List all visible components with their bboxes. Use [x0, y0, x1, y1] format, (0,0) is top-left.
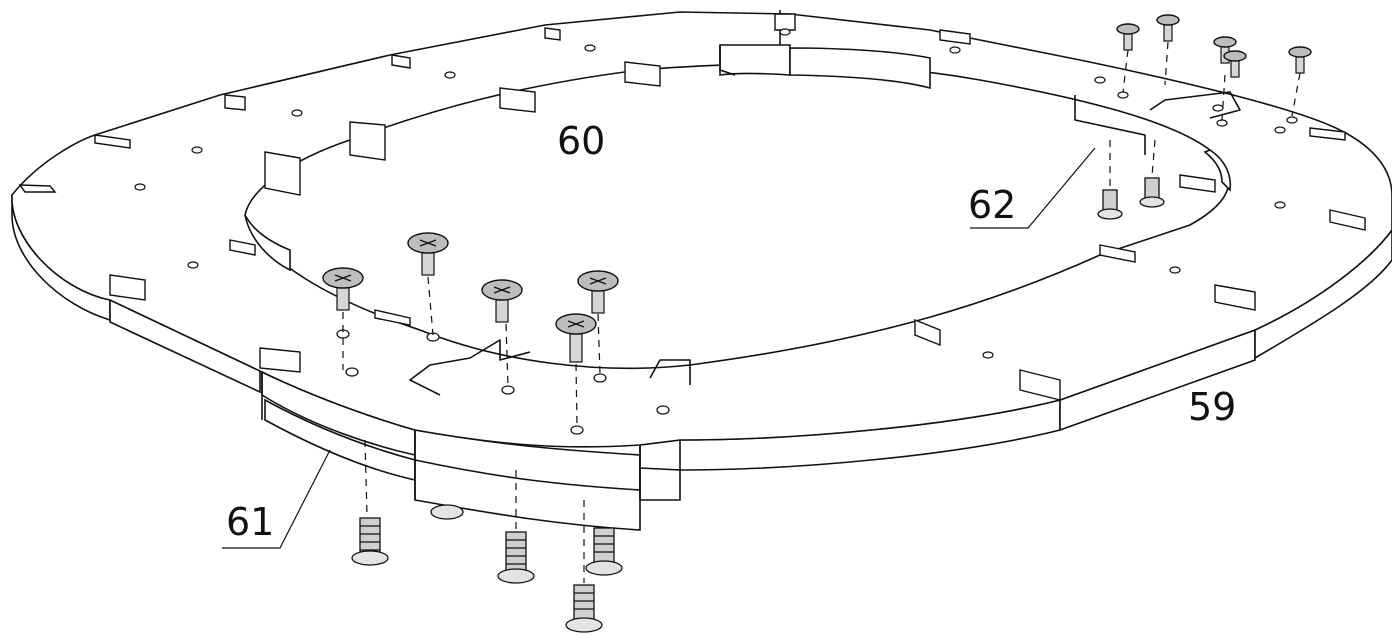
threaded-inserts-rear — [1097, 177, 1165, 220]
screw — [1223, 50, 1247, 78]
screws-rear-cluster — [1116, 14, 1312, 78]
callout-labels: 60 62 59 61 — [226, 119, 1236, 544]
threaded-insert — [585, 527, 623, 576]
screw — [1116, 23, 1140, 51]
screw — [1288, 46, 1312, 74]
ring-inner-wall — [244, 44, 1232, 272]
callout-leaders — [222, 147, 1096, 549]
threaded-insert — [351, 517, 389, 566]
segment-seams — [261, 10, 1241, 500]
callout-61: 61 — [226, 500, 274, 544]
threaded-insert — [565, 584, 603, 633]
alignment-lines — [342, 41, 1301, 583]
screws-front-cluster — [322, 232, 619, 363]
screw — [481, 279, 523, 323]
threaded-insert — [1139, 177, 1165, 208]
callout-59: 59 — [1188, 385, 1236, 429]
screw — [1156, 14, 1180, 42]
rim-slots — [18, 13, 1366, 401]
leader-62 — [970, 147, 1096, 229]
callout-60: 60 — [557, 119, 605, 163]
screw — [577, 270, 619, 314]
screw — [407, 232, 449, 276]
threaded-insert — [430, 504, 464, 520]
threaded-inserts-front — [351, 504, 623, 633]
threaded-insert — [497, 531, 535, 584]
callout-62: 62 — [968, 183, 1016, 227]
mounting-holes — [134, 28, 1298, 435]
leader-61 — [222, 449, 331, 549]
screw — [555, 313, 597, 363]
screw — [322, 267, 364, 311]
threaded-insert — [1097, 189, 1123, 220]
